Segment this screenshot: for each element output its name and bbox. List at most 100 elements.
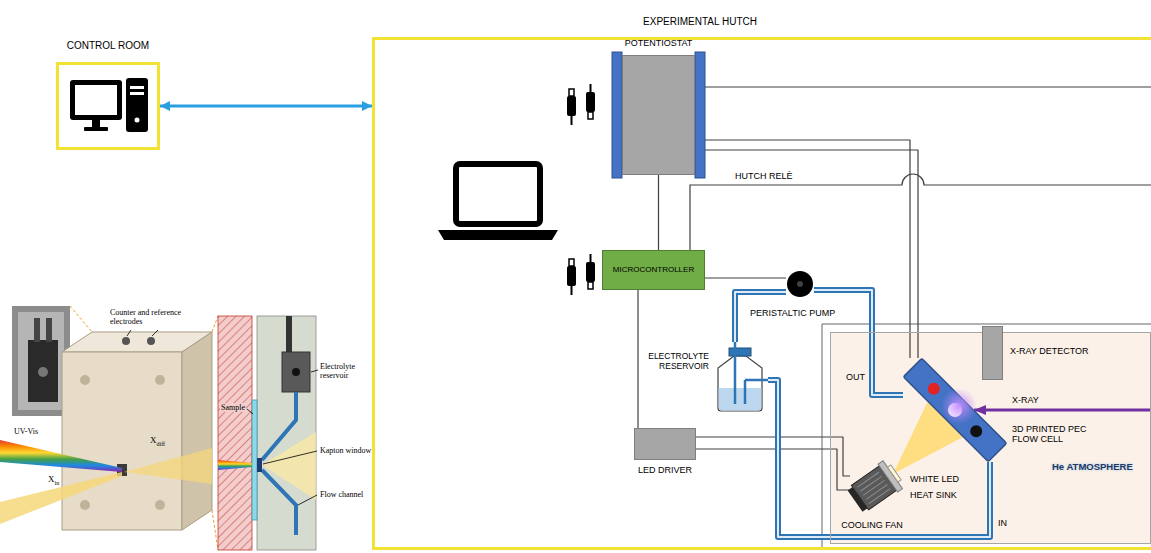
device-label: PERISTALTIC PUMP — [750, 308, 835, 318]
pump-symbol — [786, 270, 814, 298]
tube-label: OUT — [846, 372, 865, 382]
tube — [734, 342, 737, 404]
electrode-rod — [286, 316, 292, 356]
photo-part — [28, 340, 58, 402]
zoom-line — [212, 510, 218, 550]
plug-tip — [569, 259, 574, 266]
leader-line — [152, 330, 158, 336]
cell-front — [62, 352, 182, 530]
cell-side — [182, 332, 212, 530]
tube-line — [768, 380, 990, 537]
leader-line — [311, 370, 318, 372]
laptop-base — [438, 230, 558, 240]
region-title: CONTROL ROOM — [67, 40, 149, 52]
hole — [80, 375, 90, 385]
device-label: X-RAY DETECTOR — [1010, 346, 1089, 356]
wire — [696, 437, 850, 490]
plug — [586, 92, 595, 112]
wire — [658, 175, 659, 250]
plug-tip — [588, 282, 593, 289]
device-label: MICROCONTROLLER — [613, 265, 694, 274]
plug-tip — [569, 89, 574, 96]
part-label: Kapton window — [320, 446, 371, 455]
led-plate — [878, 461, 902, 492]
uv-vis-beam — [218, 460, 252, 470]
bottle-body — [718, 356, 762, 411]
wire-line — [705, 150, 918, 358]
flow-cell-body — [903, 358, 1006, 461]
tower-slot — [130, 86, 144, 89]
hole — [80, 500, 90, 510]
beam-label: UV-Vis — [14, 427, 38, 436]
tube — [745, 379, 768, 382]
device-box: X-RAY DETECTOR — [982, 326, 1003, 380]
beam-subscript: in — [55, 480, 60, 487]
wire-line — [705, 140, 910, 358]
fin — [858, 472, 879, 487]
cable — [571, 286, 573, 295]
device-label: POTENTIOSTAT — [625, 38, 693, 48]
bottle-cap — [729, 348, 751, 356]
device-box: LED DRIVER — [634, 428, 696, 460]
device-label: HEAT SINK — [910, 490, 957, 500]
atmosphere-region: He ATMOSPHERE X-RAY DETECTOR3D PRINTED PE… — [830, 332, 1151, 544]
plug-tip — [588, 112, 593, 119]
room-box: CONTROL ROOM — [56, 62, 160, 150]
body-section — [257, 316, 316, 550]
red-port — [925, 380, 942, 397]
tower-icon — [126, 78, 148, 132]
fin — [869, 489, 890, 504]
part-label: Counter and reference electrodes — [110, 308, 200, 326]
flow-cell-symbol — [903, 358, 1007, 462]
tube-label: IN — [998, 518, 1007, 528]
hole — [155, 500, 165, 510]
electrode — [122, 337, 130, 345]
potentiostat-cap — [612, 52, 622, 178]
leader-line — [247, 409, 253, 414]
wire-line — [705, 277, 786, 278]
part-label: Sample — [220, 403, 246, 412]
pump-rotor — [787, 271, 813, 297]
zoom-line — [212, 316, 218, 332]
plug — [567, 96, 576, 116]
photo-part — [46, 318, 52, 342]
x-ray-glow — [941, 388, 977, 424]
photo-part — [34, 318, 40, 342]
beam-subscript: diff — [157, 441, 166, 448]
cable — [590, 254, 592, 262]
fin — [860, 476, 881, 491]
tube — [814, 290, 903, 395]
beam-label: X-RAY — [1012, 395, 1039, 405]
holder-section — [218, 316, 252, 550]
monitor-stand — [92, 120, 100, 128]
photo — [12, 306, 70, 416]
tube-line — [814, 290, 903, 395]
flow-cell-node: 3D PRINTED PEC FLOW CELL — [903, 358, 1007, 462]
tube-line — [768, 380, 990, 537]
x-ray-diff-beam — [124, 448, 212, 484]
x-ray-in-beam — [0, 472, 122, 524]
device-label: LED DRIVER — [638, 465, 692, 475]
electrolyte — [719, 388, 762, 410]
leader-line — [298, 495, 317, 505]
usb-plug-pair — [567, 254, 595, 295]
monitor-screen — [75, 85, 117, 115]
pump-node: PERISTALTIC PUMP — [786, 270, 814, 298]
relay-wire — [690, 174, 1151, 250]
laptop-icon — [456, 164, 540, 224]
led-lens — [888, 465, 902, 482]
pump-hub — [797, 281, 803, 287]
wire-line — [637, 290, 638, 428]
fin — [863, 480, 884, 495]
plug — [567, 266, 576, 286]
region-label: He ATMOSPHERE — [1052, 462, 1133, 473]
device-label: WHITE LED — [910, 474, 959, 484]
leader-line — [127, 330, 131, 336]
zoom-line — [70, 306, 92, 332]
link-arrow — [160, 106, 372, 107]
wire — [705, 140, 918, 358]
device-label: COOLING FAN — [841, 520, 903, 530]
reservoir-box — [282, 352, 310, 392]
part-label: Electrolyte reservoir — [320, 362, 368, 380]
